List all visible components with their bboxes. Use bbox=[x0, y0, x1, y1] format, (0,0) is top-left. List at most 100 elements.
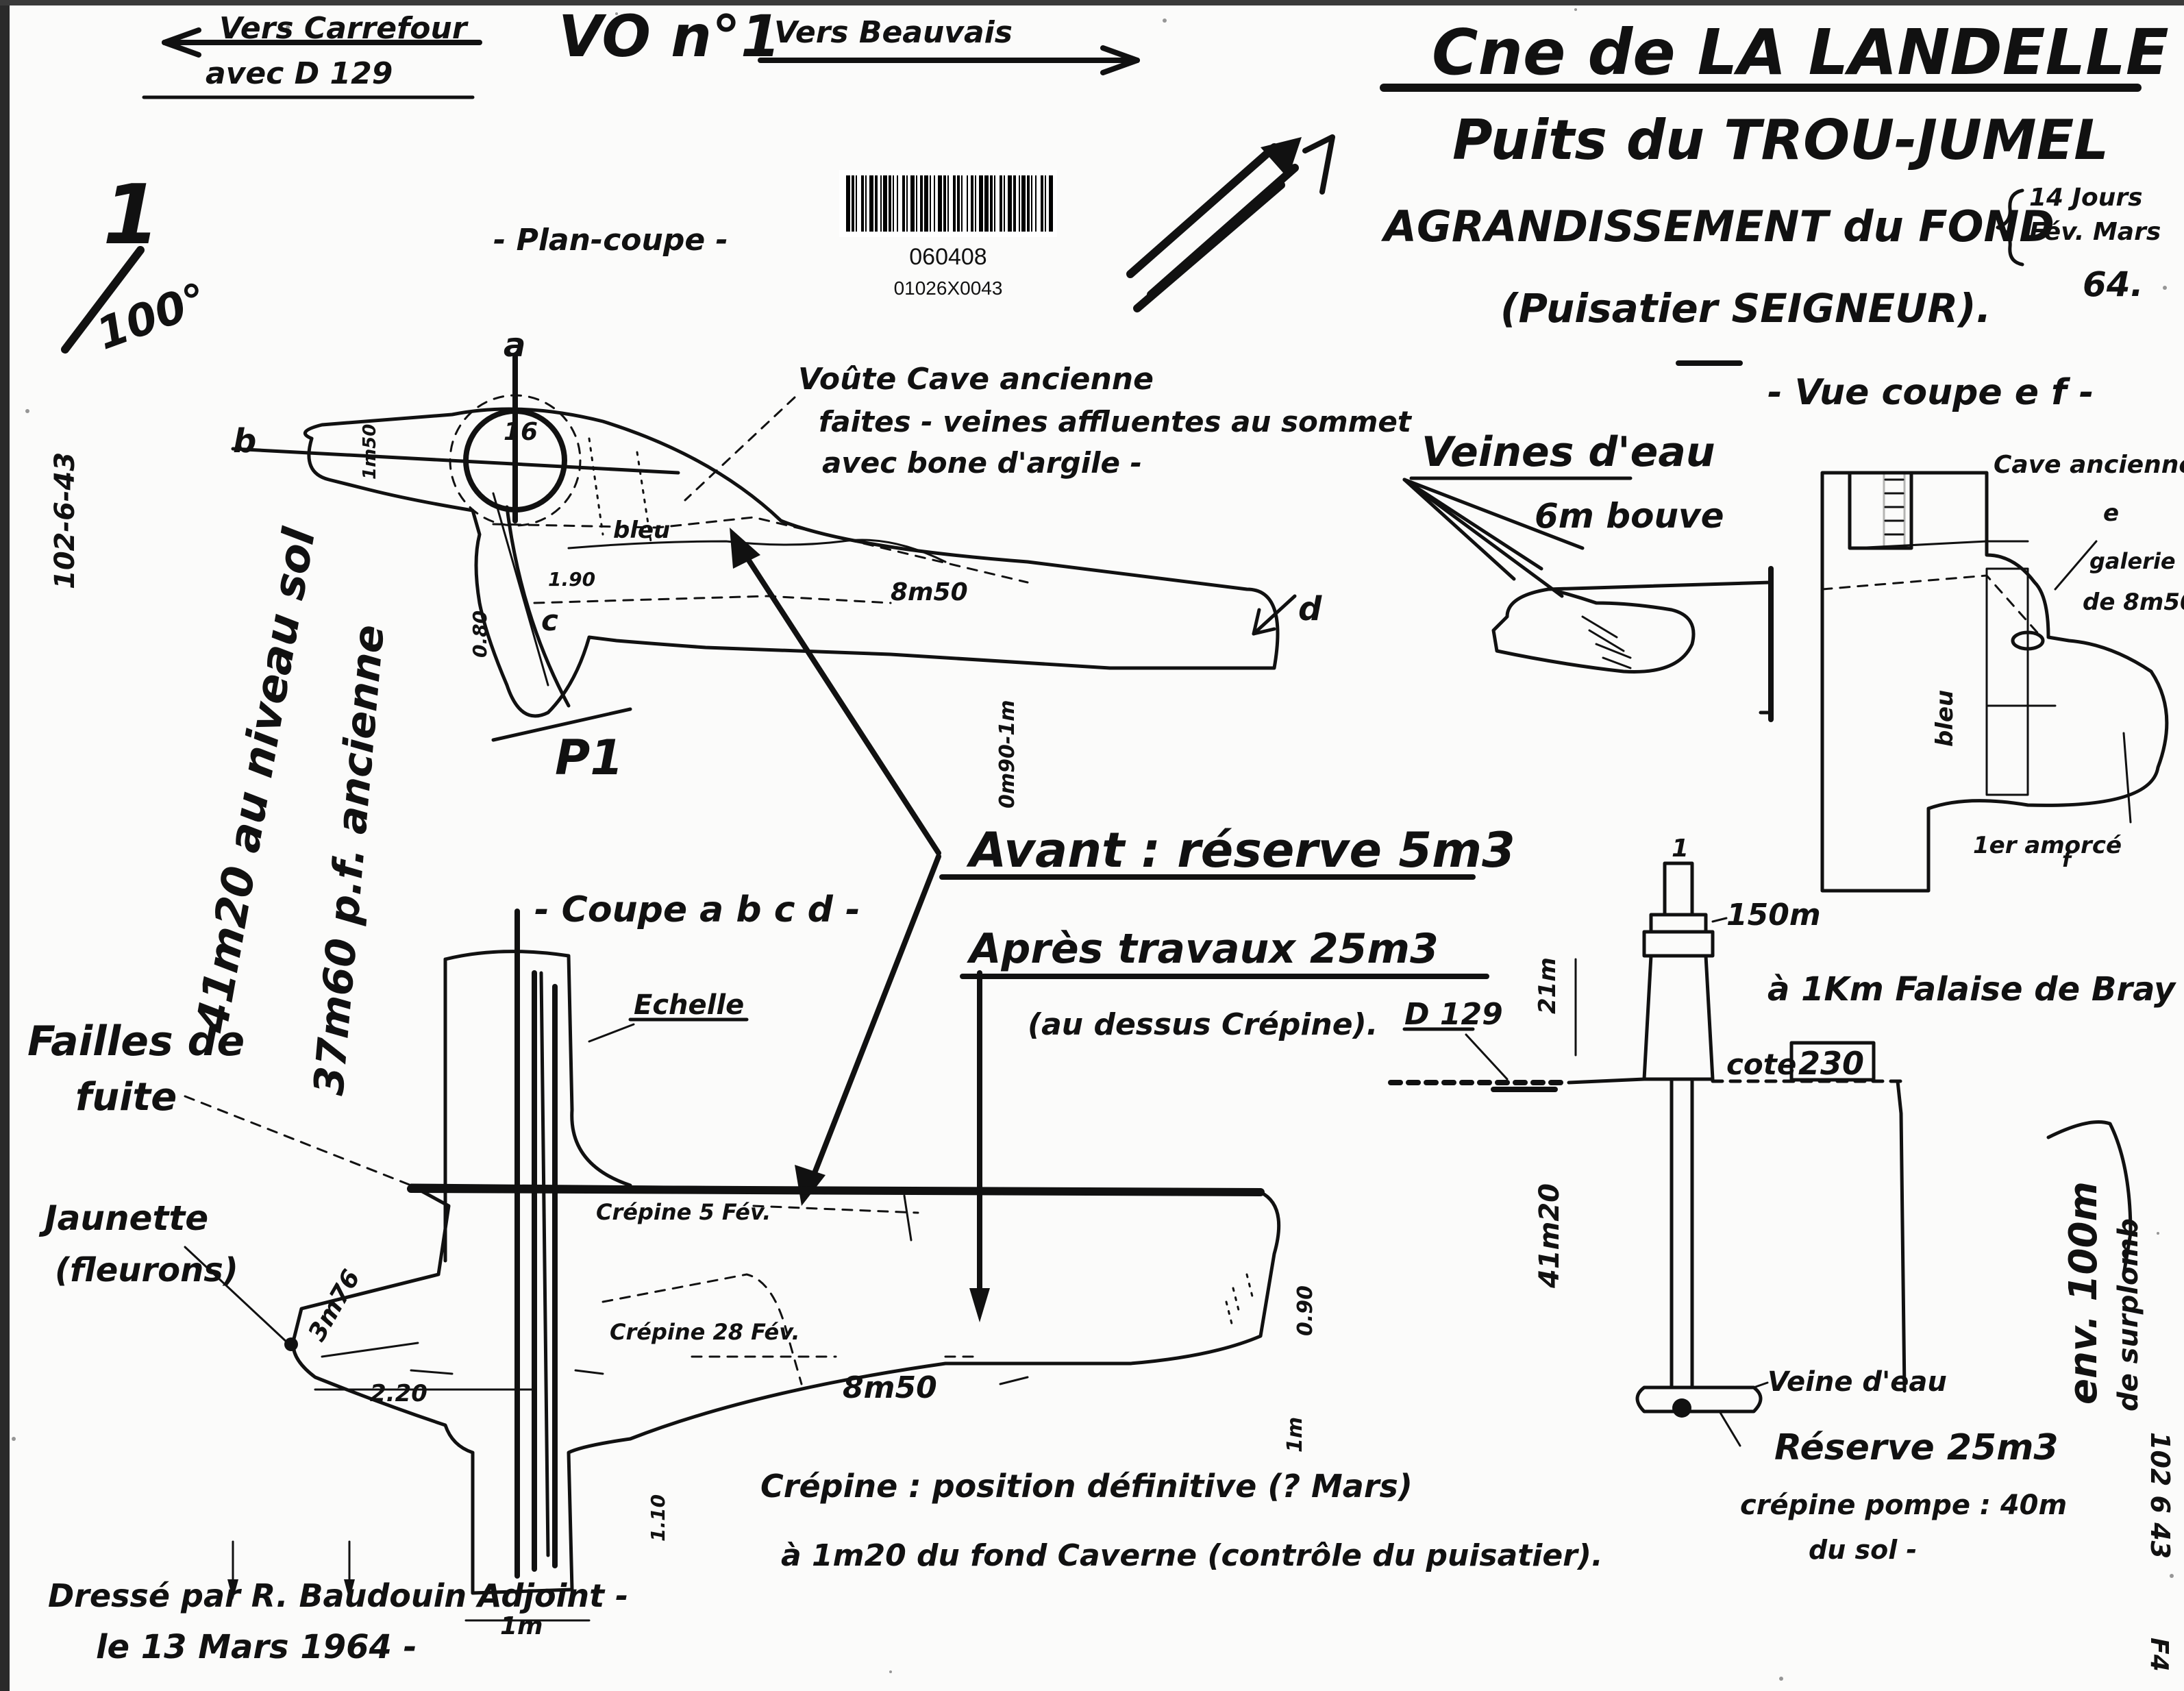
tower-cliff bbox=[1896, 1079, 2133, 1393]
barcode-bar bbox=[1000, 175, 1002, 232]
barcode-bar bbox=[979, 175, 983, 232]
barcode-bar bbox=[953, 175, 956, 232]
barcode-number: 060408 bbox=[909, 244, 986, 270]
section-chamber-outline bbox=[291, 1183, 1281, 1595]
barcode-bar bbox=[869, 175, 873, 232]
barcode-bar bbox=[1008, 175, 1012, 232]
contractor: (Puisatier SEIGNEUR). bbox=[1500, 285, 1991, 332]
plan-label-bleu: bleu bbox=[613, 517, 670, 544]
barcode-bar bbox=[961, 175, 963, 232]
tower-falaise: à 1Km Falaise de Bray bbox=[1767, 970, 2176, 1009]
barcode-bar bbox=[994, 175, 995, 232]
tower-ref-right: 102 6 43 bbox=[2145, 1432, 2175, 1559]
barcode-bar bbox=[902, 175, 905, 232]
barcode-bar bbox=[990, 175, 993, 232]
section-label-failles-2: fuite bbox=[75, 1075, 177, 1120]
plan-label-well: P1 bbox=[555, 730, 623, 786]
works-subtitle: AGRANDISSEMENT du FOND bbox=[1380, 201, 2055, 251]
barcode-bar bbox=[897, 175, 898, 232]
barcode-bar bbox=[916, 175, 917, 232]
barcode-bar bbox=[1021, 175, 1026, 232]
barcode-bar bbox=[1041, 175, 1043, 232]
route-left-line1: Vers Carrefour bbox=[219, 11, 469, 46]
plan-annotation-3: avec bone d'argile - bbox=[822, 446, 1142, 480]
tower-top-number: 1 bbox=[1672, 835, 1689, 863]
elevation-shaft bbox=[1820, 471, 2169, 893]
barcode-bar bbox=[875, 175, 878, 232]
elevation-label-e: e bbox=[2103, 499, 2119, 527]
margin-reference: 102-6-43 bbox=[49, 452, 81, 589]
route-right: Vers Beauvais bbox=[774, 15, 1013, 50]
elevation-label-galerie-1: galerie bbox=[2089, 548, 2176, 574]
section-label-jaunette-1: Jaunette bbox=[38, 1198, 208, 1238]
plan-dim-1-90: 1.90 bbox=[548, 568, 595, 591]
reserve-after-note: (au dessus Crépine). bbox=[1028, 1007, 1378, 1042]
section-shaft bbox=[443, 950, 632, 1187]
plan-label-a: a bbox=[504, 326, 525, 365]
barcode-bar bbox=[1027, 175, 1030, 232]
plan-label-d: d bbox=[1298, 590, 1322, 628]
section-label-echelle: Echelle bbox=[634, 989, 744, 1021]
tower-body bbox=[1642, 954, 1715, 1081]
barcode-bar bbox=[865, 175, 867, 232]
barcode-bars bbox=[846, 175, 1053, 232]
veins-subtitle: 6m bouve bbox=[1535, 496, 1724, 536]
barcode-bar bbox=[1049, 175, 1053, 232]
works-dates-3: 64. bbox=[2083, 264, 2144, 304]
barcode-bar bbox=[1004, 175, 1005, 232]
north-arrow bbox=[1126, 134, 1335, 312]
reserve-pointer-arrows bbox=[730, 528, 941, 1206]
route-code: VO n°1 bbox=[558, 3, 780, 70]
works-dates-1: 14 Jours bbox=[2029, 184, 2143, 212]
tower-crepine-1: crépine pompe : 40m bbox=[1740, 1490, 2067, 1521]
plan-label-c: c bbox=[541, 604, 558, 637]
header: Vers Carrefour avec D 129 VO n°1 Vers Be… bbox=[142, 3, 2184, 366]
plan-title: - Plan-coupe - bbox=[493, 223, 728, 258]
barcode-bar bbox=[938, 175, 942, 232]
works-dates-2: Fév. Mars bbox=[2029, 218, 2161, 246]
well-title: Puits du TROU-JUMEL bbox=[1452, 108, 2109, 172]
footer: Dressé par R. Baudouin Adjoint - le 13 M… bbox=[48, 1577, 2173, 1672]
elevation-label-galerie-2: de 8m50 bbox=[2083, 589, 2184, 616]
veins-detail: Veines d'eau 6m bouve bbox=[1402, 428, 1774, 722]
scale-numerator: 1 bbox=[103, 168, 160, 263]
barcode-bar bbox=[975, 175, 976, 232]
route-left-line2: avec D 129 bbox=[206, 56, 393, 91]
reserve-text: Avant : réserve 5m3 Après travaux 25m3 (… bbox=[939, 822, 1515, 1042]
barcode-bar bbox=[957, 175, 960, 232]
barcode-bar bbox=[852, 175, 854, 232]
barcode-bar bbox=[883, 175, 887, 232]
section-label-failles-1: Failles de bbox=[27, 1017, 245, 1065]
section-label-jaunette-2: (fleurons) bbox=[55, 1251, 238, 1289]
barcode-bar bbox=[943, 175, 946, 232]
section-label-crepine-5: Crépine 5 Fév. bbox=[596, 1199, 771, 1225]
plan-well-number: 16 bbox=[504, 418, 538, 446]
barcode-bar bbox=[1031, 175, 1032, 232]
barcode-bar bbox=[920, 175, 923, 232]
barcode-bar bbox=[934, 175, 935, 232]
barcode-bar bbox=[984, 175, 989, 232]
tower-dim-150: 150m bbox=[1726, 898, 1821, 933]
plan-annotation-1: Voûte Cave ancienne bbox=[798, 362, 1154, 397]
tower-view: 1 150m à 1Km Falaise de Bray D 129 21m 4… bbox=[1388, 835, 2176, 1565]
tower-reserve: Réserve 25m3 bbox=[1774, 1427, 2059, 1468]
section-label-crepine-28: Crépine 28 Fév. bbox=[610, 1319, 800, 1345]
plan-label-b: b bbox=[233, 422, 256, 460]
tower-dim-21: 21m bbox=[1534, 957, 1561, 1014]
elevation-label-bleu: bleu bbox=[1931, 690, 1959, 747]
section-dim-8-50: 8m50 bbox=[843, 1370, 937, 1405]
section-title: - Coupe a b c d - bbox=[534, 889, 860, 930]
barcode-bar bbox=[947, 175, 949, 232]
barcode-bar bbox=[906, 175, 908, 232]
tower-crepine-2: du sol - bbox=[1809, 1535, 1917, 1565]
page-edge-left bbox=[0, 0, 10, 1691]
elevation-title: - Vue coupe e f - bbox=[1767, 372, 2094, 413]
tower-cote-value: 230 bbox=[1798, 1045, 1864, 1082]
barcode-bar bbox=[880, 175, 882, 232]
barcode-bar bbox=[893, 175, 894, 232]
tower-env-1: env. 100m bbox=[2061, 1181, 2106, 1405]
barcode-bar bbox=[967, 175, 968, 232]
barcode-bar bbox=[924, 175, 928, 232]
barcode-bar bbox=[910, 175, 915, 232]
